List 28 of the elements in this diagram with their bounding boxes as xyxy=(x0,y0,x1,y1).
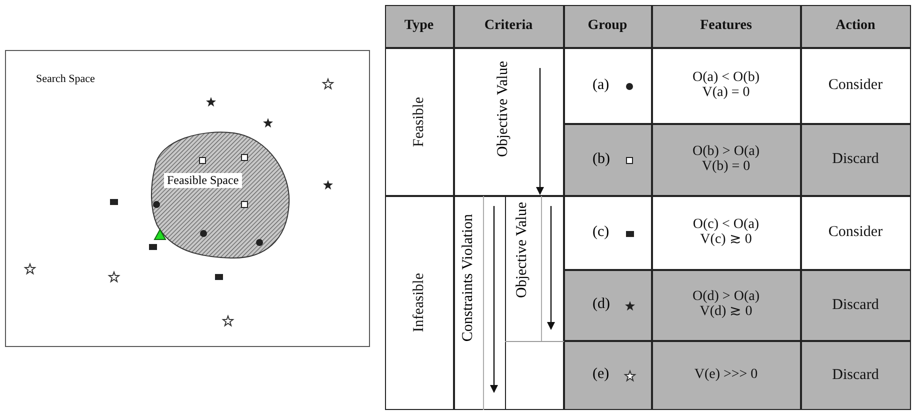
condition-text: O(b) > O(a) V(b) = 0 xyxy=(692,144,760,174)
region-label: Feasible Space xyxy=(164,173,242,188)
group-label: (a) xyxy=(592,76,610,94)
criteria-label: Objective Value xyxy=(514,202,531,298)
column-header: Group xyxy=(588,18,628,34)
search-space-frame xyxy=(5,50,370,347)
group-label: (c) xyxy=(592,224,610,240)
action-text: Discard xyxy=(832,296,879,314)
column-header: Features xyxy=(700,18,752,34)
action-text: Consider xyxy=(828,77,883,94)
region-label: Search Space xyxy=(36,73,95,85)
condition-text: O(c) < O(a) V(c) ≳ 0 xyxy=(692,218,760,248)
row-label: Feasible xyxy=(410,96,428,146)
column-header: Action xyxy=(836,18,876,34)
column-header: Type xyxy=(404,18,434,34)
condition-text: V(e) >>> 0 xyxy=(694,368,758,382)
group-label: (d) xyxy=(592,296,610,313)
action-text: Consider xyxy=(828,224,883,241)
action-text: Discard xyxy=(832,151,879,168)
criteria-label: Objective Value xyxy=(494,60,512,156)
group-label: (e) xyxy=(592,366,610,383)
condition-text: O(a) < O(b) V(a) = 0 xyxy=(692,70,760,100)
group-label: (b) xyxy=(592,150,610,168)
row-label: Infeasible xyxy=(410,272,428,332)
condition-text: O(d) > O(a) V(d) ≳ 0 xyxy=(692,290,760,320)
action-text: Discard xyxy=(832,366,879,384)
column-header: Criteria xyxy=(484,18,533,34)
criteria-label: Constraints Violation xyxy=(460,214,477,342)
